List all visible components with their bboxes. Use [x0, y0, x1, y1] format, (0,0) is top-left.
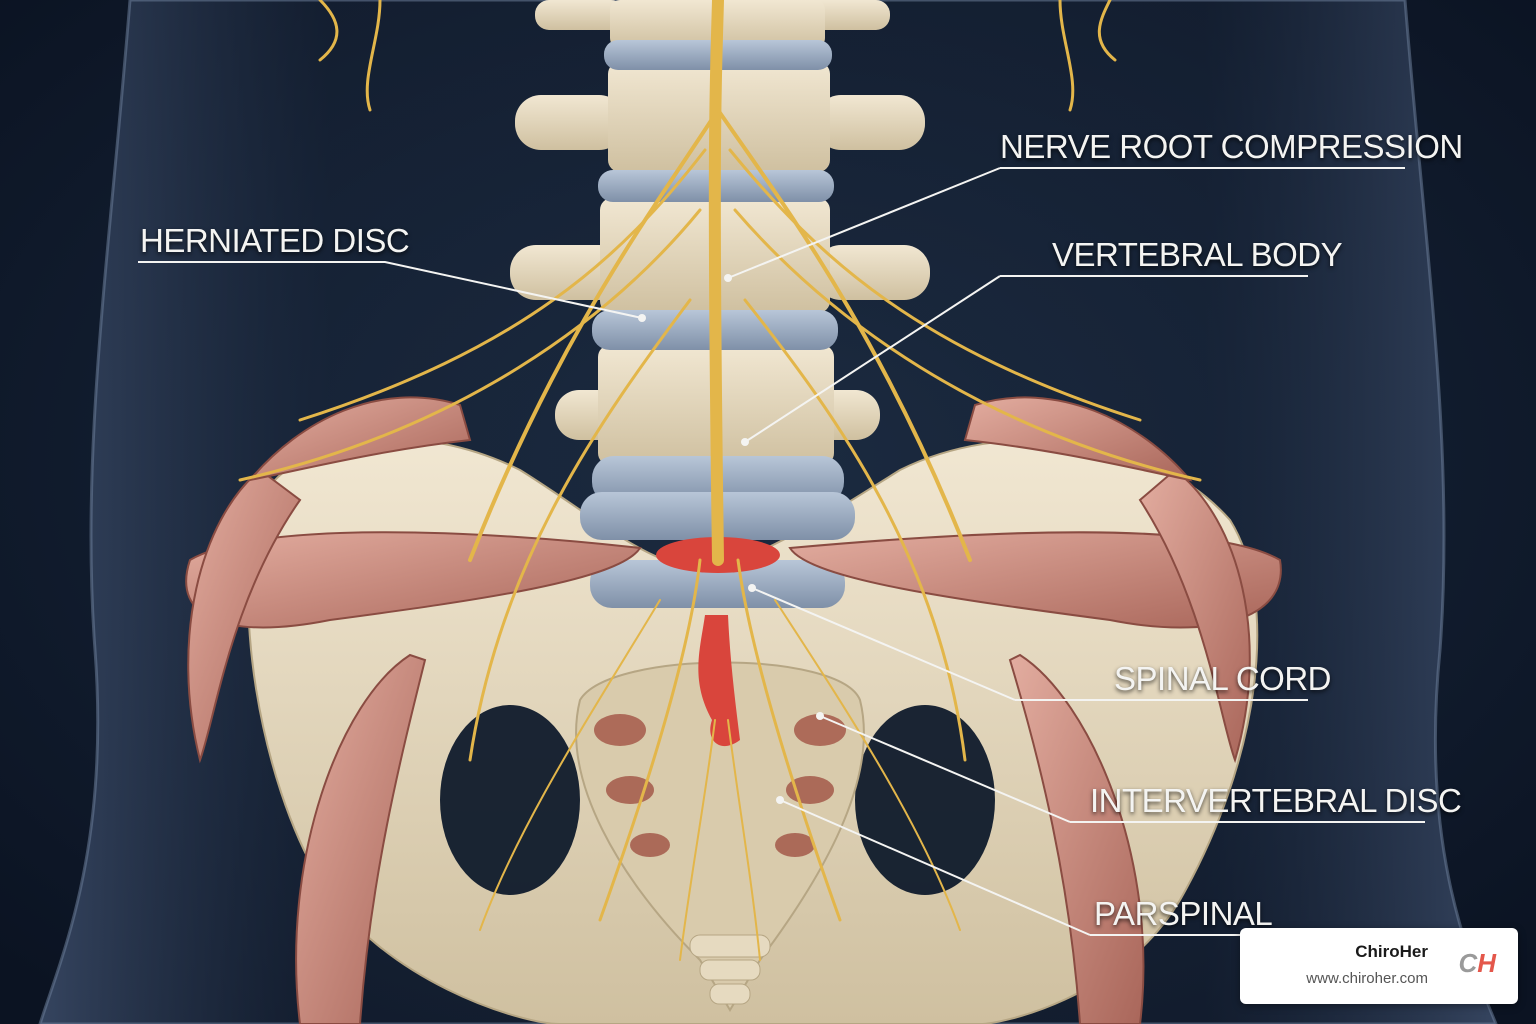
brand-url: www.chiroher.com: [1306, 970, 1428, 987]
brand-name: ChiroHer: [1355, 942, 1428, 961]
label-intervertebral-disc: INTERVERTEBRAL DISC: [1090, 782, 1462, 819]
label-nerve-root-compression: NERVE ROOT COMPRESSION: [1000, 128, 1463, 165]
label-herniated-disc: HERNIATED DISC: [140, 222, 410, 259]
label-vertebral-body: VERTEBRAL BODY: [1052, 236, 1343, 273]
brand-watermark: ChiroHer www.chiroher.com CH: [1240, 928, 1518, 1004]
label-parspinal: PARSPINAL: [1094, 895, 1273, 932]
brand-logo-icon: CH: [1458, 948, 1496, 978]
label-spinal-cord: SPINAL CORD: [1114, 660, 1332, 697]
